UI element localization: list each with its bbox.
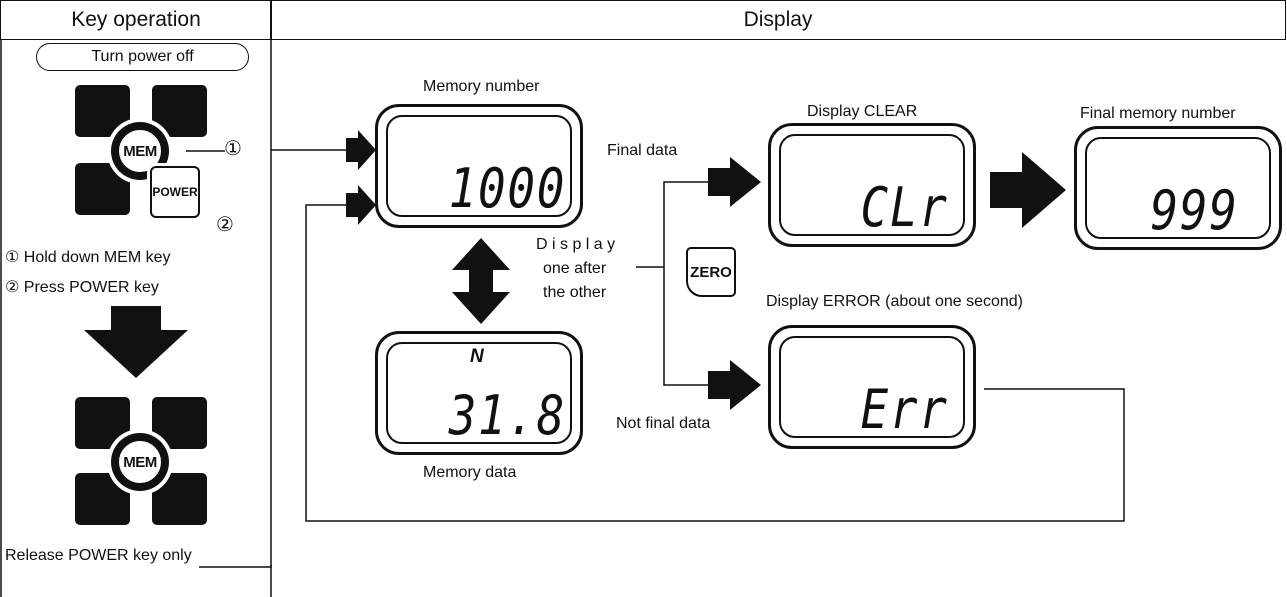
double-arrow-icon (452, 238, 510, 324)
down-arrow-icon (84, 306, 188, 378)
key-operation-header: Key operation (0, 0, 272, 40)
not-final-data-label: Not final data (616, 415, 711, 432)
arrow-icon (708, 157, 761, 207)
lcd-clear: CLr (768, 123, 976, 247)
memory-data-label: Memory data (423, 464, 517, 481)
final-memory-number-label: Final memory number (1080, 105, 1236, 122)
power-key: POWER (150, 166, 200, 218)
turn-power-off-label: Turn power off (36, 43, 249, 71)
mem-key: MEM (111, 433, 169, 491)
lcd-value: CLr (860, 176, 949, 239)
memory-number-label: Memory number (423, 78, 540, 95)
display-error-label: Display ERROR (about one second) (766, 293, 1024, 310)
display-header: Display (270, 0, 1286, 40)
header-label: Key operation (71, 8, 201, 31)
pill-text: Turn power off (91, 48, 194, 65)
arrow-icon (708, 360, 761, 410)
arrow-icon (990, 152, 1066, 228)
lcd-memory-data: N 31.8 (375, 331, 583, 455)
branch-line (663, 181, 710, 386)
lcd-memory-number: 1000 (375, 104, 583, 228)
lcd-error: Err (768, 325, 976, 449)
zero-key: ZERO (686, 247, 736, 297)
lcd-final-memory: 999 (1074, 126, 1282, 250)
lcd-frame (386, 115, 572, 217)
final-data-label: Final data (607, 142, 678, 159)
lcd-value: Err (860, 378, 949, 441)
power-key-label: POWER (152, 185, 198, 199)
mem-key-label: MEM (117, 439, 163, 485)
lcd-frame (779, 336, 965, 438)
arrow-icon (346, 185, 376, 225)
display-alternate-line1: D i s p l a y (536, 236, 616, 253)
lcd-frame (779, 134, 965, 236)
lcd-unit: N (470, 346, 484, 367)
lcd-value: 999 (1150, 179, 1239, 242)
arrow-icon (346, 130, 376, 170)
release-bracket (199, 565, 272, 568)
keypad-button (152, 85, 207, 137)
display-alternate-line2: one after (543, 260, 607, 277)
step-1-text: ① Hold down MEM key (5, 249, 171, 266)
marker-2: ② (216, 214, 234, 236)
lcd-value: 31.8 (448, 384, 566, 447)
error-loop-line (305, 204, 1125, 522)
display-alternate-line3: the other (543, 284, 607, 301)
zero-key-label: ZERO (690, 263, 732, 281)
header-label: Display (743, 8, 813, 31)
lcd-frame (1085, 137, 1271, 239)
lcd-frame (386, 342, 572, 444)
release-text: Release POWER key only (5, 547, 192, 564)
marker-1: ① (224, 138, 242, 160)
keypad-button (152, 397, 207, 449)
lcd-value: 1000 (448, 157, 566, 220)
step-2-text: ② Press POWER key (5, 279, 159, 296)
display-clear-label: Display CLEAR (807, 103, 918, 120)
